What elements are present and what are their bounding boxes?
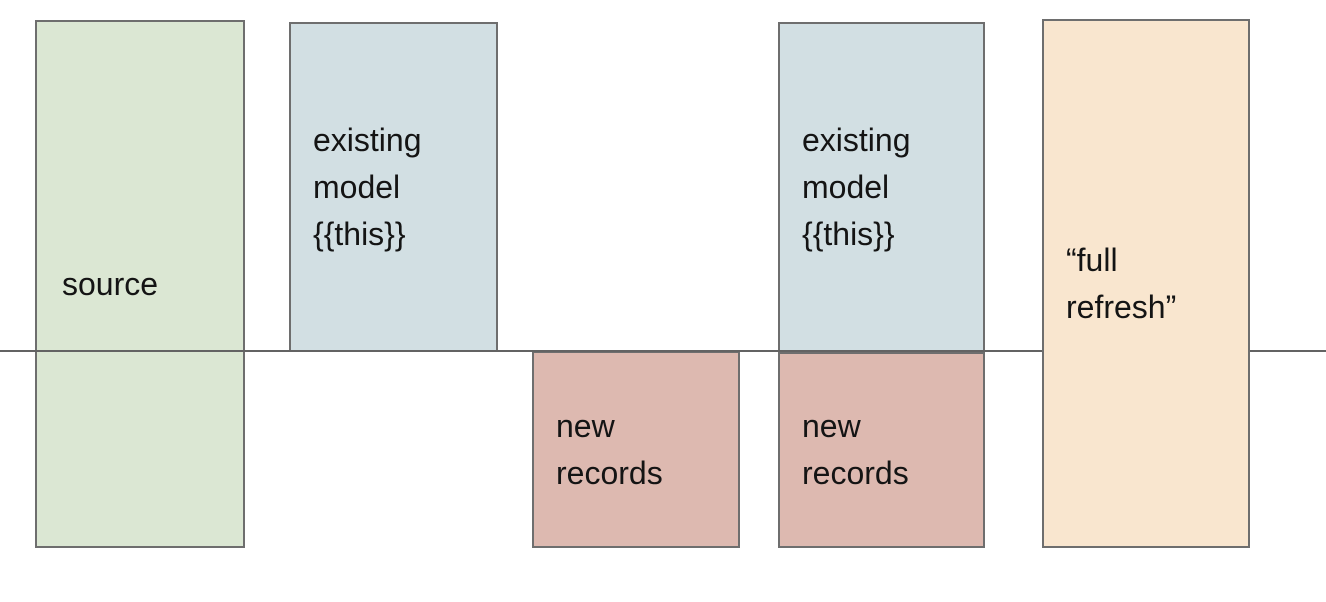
new-records-box-right-label: new records [802,408,909,491]
source-box-label: source [62,265,159,302]
baseline-divider-line [0,350,1326,352]
existing-model-box-right-label: existing model {{this}} [802,121,911,252]
source-box: source [35,20,245,548]
existing-model-box-left: existing model {{this}} [289,22,498,352]
existing-model-box-right: existing model {{this}} [778,22,985,352]
existing-model-box-left-label: existing model {{this}} [313,121,422,252]
new-records-box-left: new records [532,351,740,548]
new-records-box-left-label: new records [556,407,663,491]
full-refresh-box: “full refresh” [1042,19,1250,548]
new-records-box-right: new records [778,352,985,548]
full-refresh-box-label: “full refresh” [1066,241,1177,325]
